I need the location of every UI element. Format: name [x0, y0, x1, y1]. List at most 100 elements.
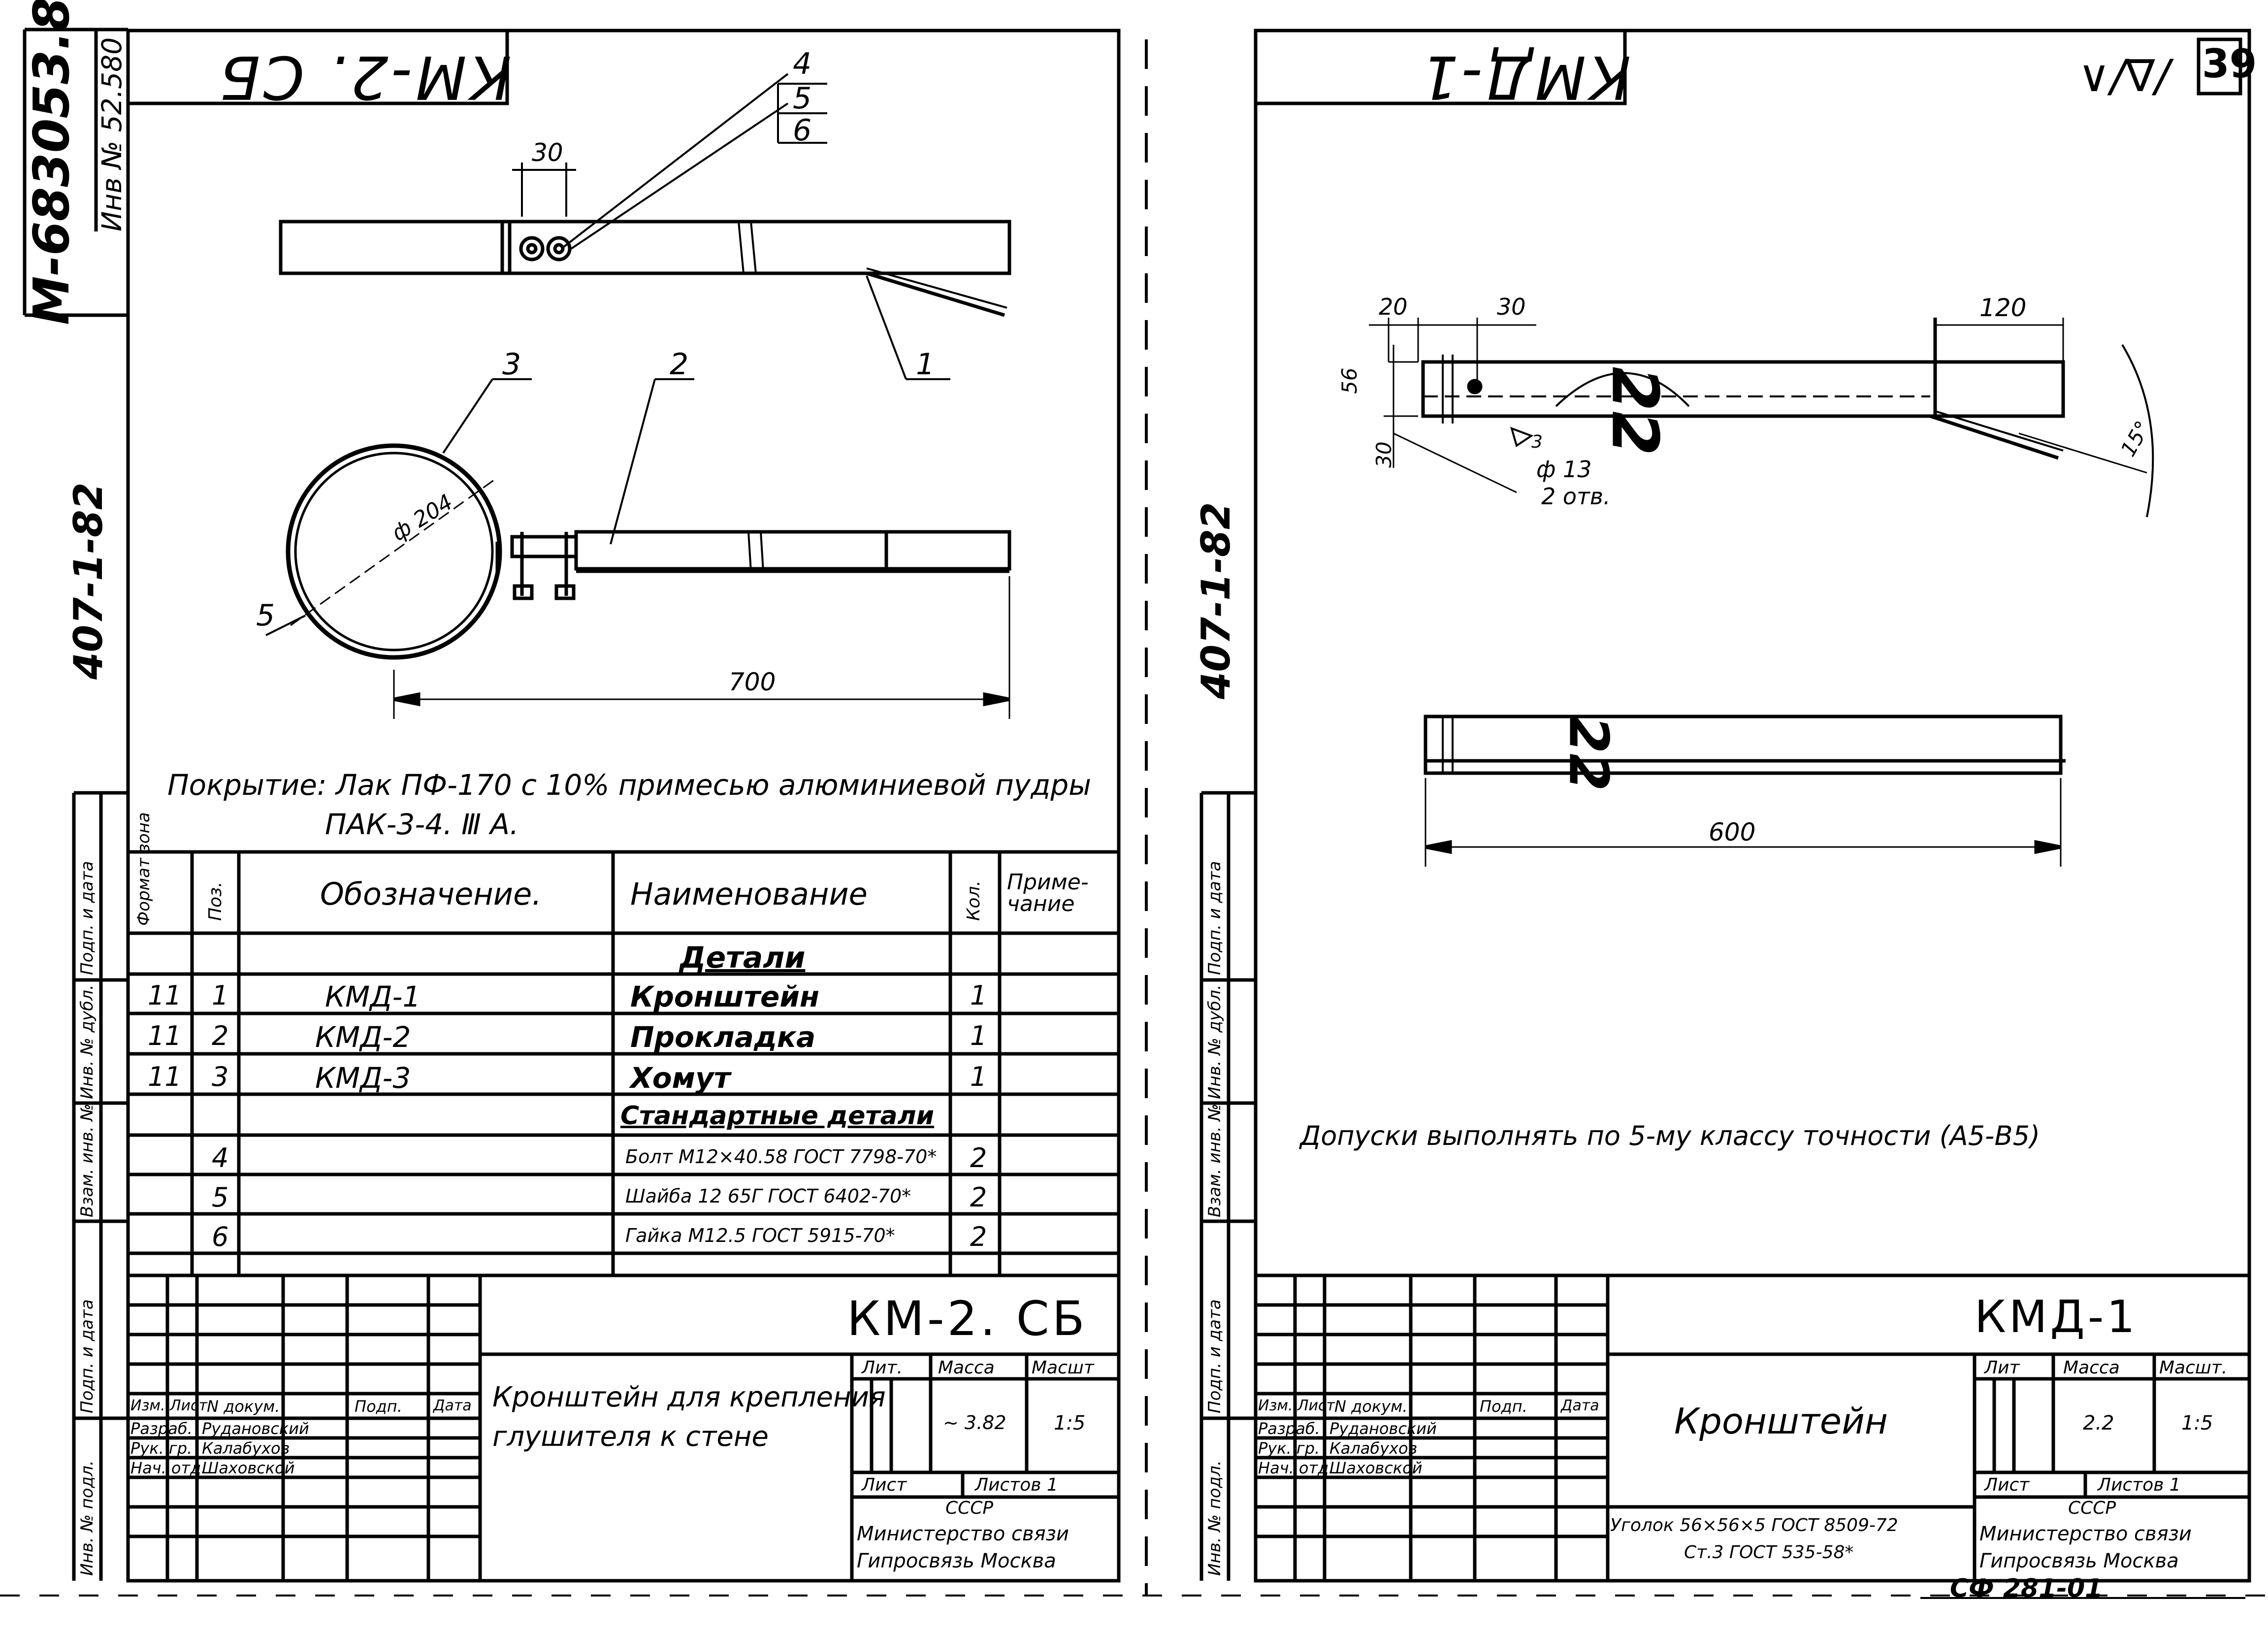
- page-number: 39: [2202, 41, 2257, 87]
- left-sheet-label: Лист: [862, 1475, 907, 1495]
- callout-6: 6: [793, 113, 812, 148]
- right-title-name: Кронштейн: [1674, 1401, 1888, 1442]
- right-stamp-h4: Подп.: [1480, 1397, 1527, 1416]
- left-mass-value: ~ 3.82: [943, 1412, 1006, 1434]
- roughness-mark: ∨/∇/: [2078, 50, 2170, 102]
- th-name: Наименование: [630, 876, 868, 912]
- dim-30-right: 30: [1497, 293, 1526, 320]
- std2-pos: 5: [212, 1182, 229, 1213]
- right-stamp-h3: N докум.: [1334, 1397, 1408, 1416]
- dim-30: 30: [532, 138, 563, 167]
- callout-5-ring: 5: [256, 598, 275, 633]
- archive-number: М-683053.8: [23, 0, 80, 325]
- left-side-label-4: Подп. и дата: [77, 1299, 97, 1413]
- row3-name: Хомут: [630, 1061, 731, 1095]
- right-mass-value: 2.2: [2083, 1412, 2114, 1434]
- right-col-lit: Лит: [1984, 1358, 2020, 1378]
- right-stamp-h2: Лист: [1297, 1397, 1335, 1414]
- right-col-scale: Масшт.: [2159, 1358, 2228, 1378]
- left-stamp-h4: Подп.: [355, 1397, 402, 1416]
- right-mirrored-code: КМД-1: [1418, 42, 1631, 111]
- left-org-1: СССР: [945, 1498, 994, 1518]
- callout-4: 4: [793, 47, 812, 81]
- right-side-label-5: Инв. № подл.: [1205, 1460, 1225, 1576]
- left-stamp-h2: Лист: [170, 1397, 208, 1414]
- dim-30-vertical: 30: [1372, 441, 1396, 468]
- std1-name: Болт М12×40.58 ГОСТ 7798-70*: [625, 1146, 937, 1168]
- coating-note-1: Покрытие: Лак ПФ-170 с 10% примесью алюм…: [167, 768, 1091, 802]
- inv-label: Инв № 52.580: [96, 37, 128, 231]
- left-stamp-role-2: Рук. гр.: [130, 1439, 193, 1458]
- row2-pos: 2: [212, 1020, 229, 1051]
- left-side-label-3: Взам. инв. №: [77, 1104, 97, 1217]
- callout-5: 5: [793, 81, 812, 116]
- right-stamp-h1: Изм.: [1258, 1397, 1293, 1414]
- callout-3: 3: [502, 347, 521, 382]
- row3-pos: 3: [212, 1061, 229, 1092]
- left-stamp-name-2: Калабухов: [202, 1439, 290, 1458]
- right-org-3: Гипросвязь Москва: [1979, 1550, 2179, 1572]
- left-col-mass: Масса: [938, 1358, 995, 1378]
- std3-name: Гайка М12.5 ГОСТ 5915-70*: [625, 1225, 895, 1246]
- th-note: Приме- чание: [1007, 870, 1089, 916]
- dim-700: 700: [729, 668, 776, 696]
- left-title-code: КМ-2. СБ: [847, 1291, 1088, 1346]
- callout-1: 1: [916, 347, 935, 382]
- coating-note-2: ПАК-3-4. Ⅲ А.: [325, 808, 519, 841]
- row3-code: КМД-3: [315, 1061, 411, 1095]
- row3-fmt: 11: [148, 1061, 182, 1092]
- std1-qty: 2: [970, 1142, 987, 1173]
- right-sheets-label: Листов 1: [2098, 1475, 2181, 1495]
- row2-code: КМД-2: [315, 1020, 411, 1054]
- left-side-label-5: Инв. № подл.: [77, 1460, 97, 1576]
- weld-size: 3: [1531, 432, 1543, 452]
- left-stamp-role-3: Нач. отд.: [130, 1459, 206, 1477]
- hole-count: 2 отв.: [1541, 483, 1611, 510]
- right-side-label-2: Инв. № дубл.: [1205, 984, 1225, 1099]
- left-stamp-name-3: Шаховской: [202, 1459, 295, 1477]
- std3-qty: 2: [970, 1221, 987, 1252]
- th-pos: Поз.: [205, 881, 226, 921]
- footer-code: СФ 281-01: [1950, 1574, 2103, 1603]
- std2-qty: 2: [970, 1182, 987, 1213]
- row1-fmt: 11: [148, 980, 182, 1011]
- left-org-3: Гипросвязь Москва: [857, 1550, 1056, 1572]
- right-stamp-name-1: Рудановский: [1329, 1419, 1437, 1438]
- section-details: Детали: [680, 941, 806, 975]
- right-org-1: СССР: [2068, 1498, 2116, 1518]
- th-format: Формат зона: [134, 812, 154, 926]
- right-side-label-3: Взам. инв. №: [1205, 1104, 1225, 1217]
- left-title-name-1: Кронштейн для крепления: [492, 1381, 886, 1413]
- left-stamp-role-1: Разраб.: [130, 1419, 193, 1438]
- right-stamp-role-3: Нач. отд.: [1258, 1459, 1334, 1477]
- right-org-2: Министерство связи: [1979, 1523, 2192, 1545]
- right-stamp-role-2: Рук. гр.: [1258, 1439, 1320, 1458]
- row2-name: Прокладка: [630, 1020, 816, 1054]
- row1-qty: 1: [970, 980, 987, 1011]
- th-qty: Кол.: [964, 880, 984, 921]
- left-mirrored-code: КМ-2. СБ: [217, 42, 512, 111]
- left-col-scale: Масшт: [1032, 1358, 1094, 1378]
- right-frame: [1254, 29, 2251, 1583]
- material-line-2: Ст.3 ГОСТ 535-58*: [1684, 1542, 1854, 1563]
- right-side-label-4: Подп. и дата: [1205, 1299, 1225, 1413]
- row2-qty: 1: [970, 1020, 987, 1051]
- right-stamp-role-1: Разраб.: [1258, 1419, 1320, 1438]
- part-mark-top: 22: [1597, 366, 1673, 456]
- std1-pos: 4: [212, 1142, 229, 1173]
- right-title-code: КМД-1: [1975, 1291, 2138, 1343]
- left-col-lit: Лит.: [862, 1358, 903, 1378]
- left-side-code: 407-1-82: [65, 482, 111, 680]
- row1-pos: 1: [212, 980, 229, 1011]
- right-sheet-label: Лист: [1984, 1475, 2030, 1495]
- left-stamp-name-1: Рудановский: [202, 1419, 309, 1438]
- hole-label: ф 13: [1536, 456, 1592, 483]
- left-stamp-h1: Изм.: [130, 1397, 165, 1414]
- left-side-label-1: Подп. и дата: [77, 861, 97, 975]
- left-stamp-h5: Дата: [433, 1397, 472, 1414]
- left-frame: [126, 29, 1121, 1583]
- right-stamp-name-3: Шаховской: [1329, 1459, 1423, 1477]
- dim-20: 20: [1379, 293, 1408, 320]
